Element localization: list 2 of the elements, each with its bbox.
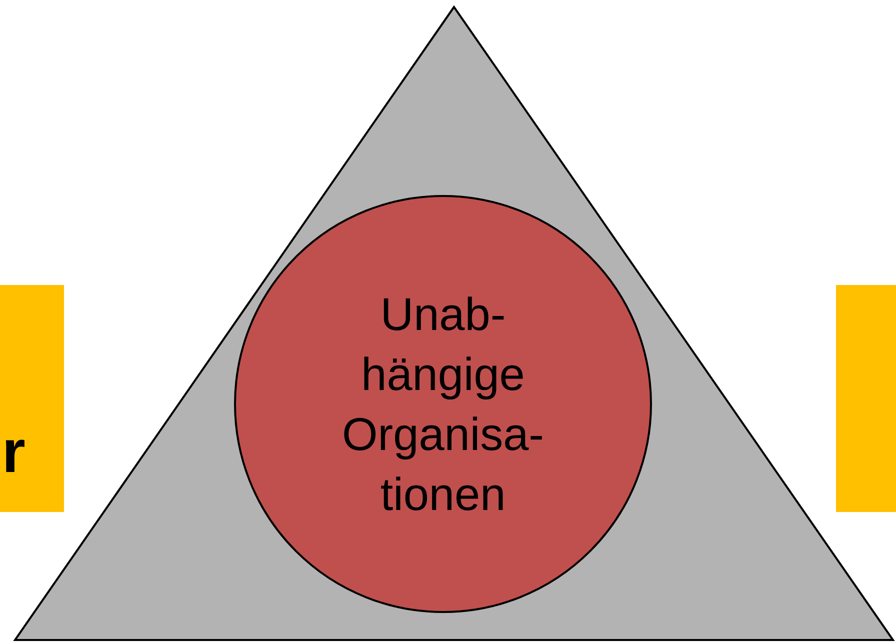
panel-text: r	[2, 417, 26, 487]
circle-label: Unab- hängige Organisa- tionen	[342, 287, 544, 522]
